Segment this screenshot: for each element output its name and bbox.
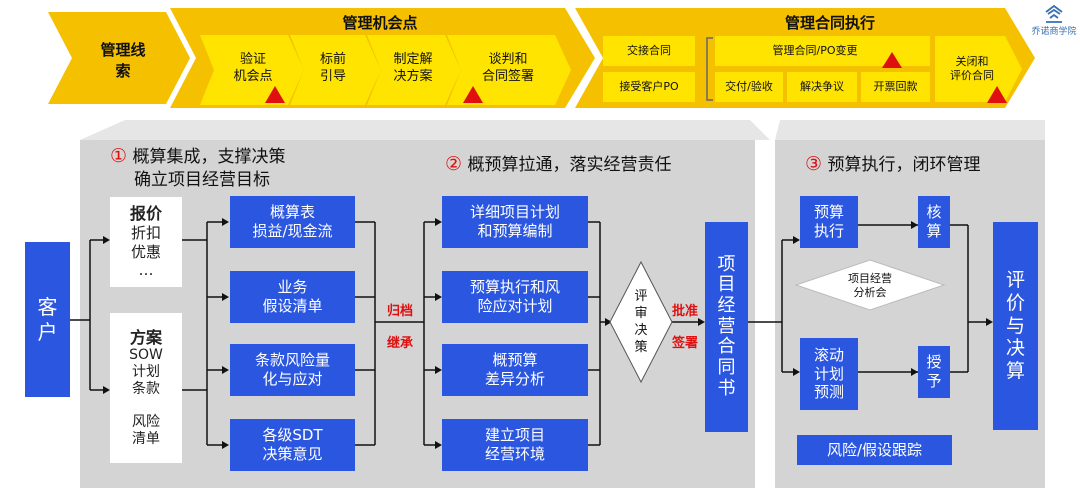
contract-invoice: 开票回款 — [873, 79, 918, 93]
logo-icon — [1045, 4, 1063, 23]
contract-accept-po: 接受客户PO — [619, 79, 679, 93]
panel-3-title: 预算执行，闭环管理 — [827, 155, 981, 175]
contract-box-invoice — [861, 72, 930, 102]
step-chevron-4 — [447, 35, 571, 105]
flag-triangle-4 — [987, 86, 1007, 103]
lead-chevron — [48, 12, 190, 104]
logo: 乔诺商学院 — [1030, 4, 1078, 44]
variance-analysis-box: 概预算 差异分析 — [442, 344, 588, 396]
sign-label: 签署 — [671, 336, 698, 351]
panel-1-number: ① — [110, 145, 128, 167]
verify-box: 核 算 — [918, 196, 950, 248]
panel-1-header: ① 概算集成，支撑决策 确立项目经营目标 — [110, 144, 410, 191]
panel-3-number: ③ — [805, 153, 823, 175]
panel-1-title: 概算集成，支撑决策 — [132, 147, 286, 167]
contract-dispute: 解决争议 — [800, 79, 844, 93]
contract-box-2 — [603, 72, 695, 102]
logo-text: 乔诺商学院 — [1031, 27, 1077, 37]
budget-exec-box: 预算 执行 — [800, 196, 858, 248]
panel-2-title: 概预算拉通，落实经营责任 — [467, 155, 672, 175]
flag-triangle-2 — [463, 86, 483, 103]
contract-handover: 交接合同 — [627, 43, 671, 57]
step-guide: 标前 引导 — [319, 52, 346, 84]
contract-box-dispute — [787, 72, 857, 102]
panel-2-header: ② 概预算拉通，落实经营责任 — [445, 152, 755, 177]
step-chevron-1 — [200, 35, 304, 105]
contract-close: 关闭和 评价合同 — [950, 54, 994, 82]
risk-tracking-box: 风险/假设跟踪 — [797, 435, 952, 465]
archive-label: 归档 — [386, 304, 413, 319]
contract-close-chevron — [935, 36, 1022, 102]
plan-lines: SOW 计划 条款 风险 清单 — [129, 347, 163, 448]
sdt-decision-box: 各级SDT 决策意见 — [230, 419, 355, 471]
step-solution: 制定解 决方案 — [393, 52, 433, 84]
quote-lines: 折扣 优惠 … — [130, 223, 161, 280]
panel-2-number: ② — [445, 153, 463, 175]
opportunity-title: 管理机会点 — [342, 14, 418, 32]
evaluate-settle-box: 评 价 与 决 算 — [993, 222, 1038, 430]
contract-delivery: 交付/验收 — [725, 79, 773, 93]
step-chevron-2 — [290, 35, 381, 105]
contract-box-delivery — [715, 72, 783, 102]
plan-box: 方案 SOW 计划 条款 风险 清单 — [110, 313, 182, 463]
step-chevron-3 — [367, 35, 461, 105]
step-verify: 验证 机会点 — [233, 52, 273, 84]
approve-label: 批准 — [671, 304, 698, 319]
project-environment-box: 建立项目 经营环境 — [442, 419, 588, 471]
clause-risk-box: 条款风险量 化与应对 — [230, 344, 355, 396]
project-contract-book: 项 目 经 营 合 同 书 — [705, 222, 748, 432]
inherit-label: 继承 — [386, 336, 413, 351]
contract-box-1 — [603, 36, 695, 66]
decision-label: 评 审 决 策 — [634, 289, 648, 355]
business-assumption-box: 业务 假设清单 — [230, 271, 355, 323]
panel-3-header: ③ 预算执行，闭环管理 — [805, 152, 1045, 177]
rolling-forecast-box: 滚动 计划 预测 — [800, 338, 858, 410]
quote-title: 报价 — [129, 203, 162, 223]
budget-risk-plan-box: 预算执行和风 险应对计划 — [442, 271, 588, 323]
decision-diamond — [609, 260, 673, 384]
contract-change: 管理合同/PO变更 — [772, 43, 858, 57]
meeting-diamond — [794, 259, 946, 311]
quote-box: 报价 折扣 优惠 … — [110, 197, 182, 287]
plan-title: 方案 — [129, 328, 162, 348]
detailed-plan-box: 详细项目计划 和预算编制 — [442, 196, 588, 248]
contract-title: 管理合同执行 — [784, 14, 875, 32]
flag-triangle-3 — [882, 52, 902, 68]
panel-1-subtitle: 确立项目经营目标 — [134, 169, 270, 190]
grant-box: 授 予 — [918, 346, 950, 398]
flag-triangle-1 — [265, 86, 285, 103]
meeting-label: 项目经营 分析会 — [848, 271, 892, 299]
estimate-table-box: 概算表 损益/现金流 — [230, 196, 355, 248]
lead-label: 管理线 索 — [100, 41, 146, 80]
step-negotiate: 谈判和 合同签署 — [481, 52, 534, 84]
customer-box: 客 户 — [25, 242, 70, 397]
